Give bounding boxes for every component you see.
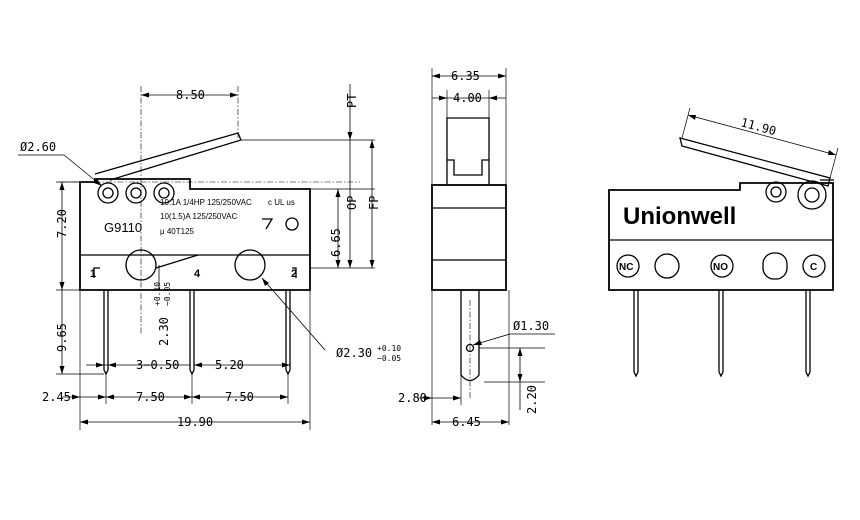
pivot-boss-2 <box>125 182 147 204</box>
dim-edge-to-pin: 2.45 <box>42 390 71 404</box>
product-view: Unionwell NC NO C 11.90 <box>608 107 839 378</box>
dim-hole-offset: 2.30 <box>157 317 171 346</box>
pin-label-1: 1 <box>90 268 96 280</box>
dim-body-height: 7.20 <box>55 209 69 238</box>
dim-hole-offset-minus: −0.05 <box>163 282 172 306</box>
terminal-label-nc: NC <box>619 262 633 273</box>
dim-hole-offset-plus: +0.10 <box>153 282 162 306</box>
leader-hole-diameter <box>261 277 326 351</box>
dim-pivot-diameter: Ø2.60 <box>20 140 56 154</box>
switch-body-outline <box>79 178 311 291</box>
dim-actuator-center: 8.50 <box>176 88 205 102</box>
dim-terminal-hole: Ø1.30 <box>513 319 549 333</box>
dim-pin-pitch-2: 7.50 <box>225 390 254 404</box>
pin1-bracket <box>93 267 100 278</box>
pivot-boss <box>97 182 119 204</box>
terminal-pin-2 <box>285 290 291 376</box>
terminal-marker-nc <box>616 254 640 278</box>
contact-spring <box>155 254 199 269</box>
terminal-pin-1 <box>103 290 109 376</box>
pin-label-2: 2 <box>291 268 297 280</box>
pivot-hole <box>102 187 114 199</box>
dim-hole-spacing: 5.20 <box>215 358 244 372</box>
product-pin-c <box>805 290 811 378</box>
product-pin-nc <box>633 290 639 378</box>
side-plunger-detail <box>447 159 489 176</box>
rating-line-2: 10(1.5)A 125/250VAC <box>160 212 237 221</box>
side-body <box>431 184 507 291</box>
brand-logo: Unionwell <box>623 203 736 230</box>
front-view: G9110 10.1A 1/4HP 125/250VAC 10(1.5)A 12… <box>18 84 401 430</box>
dim-pin-length: 9.65 <box>55 323 69 352</box>
product-body-outline <box>608 182 834 291</box>
side-view: 6.35 4.00 Ø1.30 2.80 2.20 6.45 <box>398 68 555 429</box>
rating-line-1: 10.1A 1/4HP 125/250VAC <box>160 198 252 207</box>
pin2-bracket <box>292 267 297 278</box>
label-op: OP <box>345 196 359 210</box>
rating-line-3: μ 40T125 <box>160 227 195 236</box>
cert-marks: c UL us <box>268 198 295 207</box>
dim-height-total: 6.65 <box>329 228 343 257</box>
dim-pin-pitch-1: 7.50 <box>136 390 165 404</box>
dim-hole-diameter-minus: −0.05 <box>377 354 401 363</box>
terminal-label-no: NO <box>713 262 728 273</box>
dim-lever-length: 11.90 <box>739 115 778 138</box>
pin-label-4: 4 <box>194 268 201 280</box>
dim-pin-width: 3−0.50 <box>136 358 179 372</box>
dim-plunger-width: 4.00 <box>453 91 482 105</box>
mounting-hole-left-product <box>654 253 680 279</box>
dim-terminal-tip: 2.20 <box>525 385 539 414</box>
terminal-marker-no <box>710 254 734 278</box>
dim-terminal-width: 6.45 <box>452 415 481 429</box>
product-pivot-hole <box>804 187 820 203</box>
roller-hole <box>158 187 170 199</box>
mounting-hole-right <box>234 249 266 281</box>
terminal-pin-4 <box>189 290 195 376</box>
product-roller <box>765 181 787 203</box>
dim-terminal-offset: 2.80 <box>398 391 427 405</box>
label-fp: FP <box>367 196 381 210</box>
actuator-lever <box>94 132 242 181</box>
dim-hole-diameter: Ø2.30 <box>336 346 372 360</box>
enec-mark-icon <box>262 218 274 230</box>
terminal-label-c: C <box>810 262 817 273</box>
side-plunger <box>446 117 490 185</box>
product-pin-no <box>718 290 724 378</box>
product-roller-axle <box>770 186 782 198</box>
model-number: G9110 <box>104 220 142 235</box>
product-pivot <box>797 180 827 210</box>
label-pt: PT <box>345 94 359 108</box>
dim-overall-length: 19.90 <box>177 415 213 429</box>
dim-overall-width: 6.35 <box>451 69 480 83</box>
pivot-hole-2 <box>130 187 142 199</box>
product-lever <box>679 137 831 187</box>
roller-boss <box>153 182 175 204</box>
terminal-marker-c <box>802 254 826 278</box>
cert-seal-icon <box>285 217 299 231</box>
dim-line-lever-length <box>687 114 837 156</box>
dim-hole-diameter-plus: +0.10 <box>377 344 401 353</box>
mounting-hole-right-product <box>762 252 788 280</box>
